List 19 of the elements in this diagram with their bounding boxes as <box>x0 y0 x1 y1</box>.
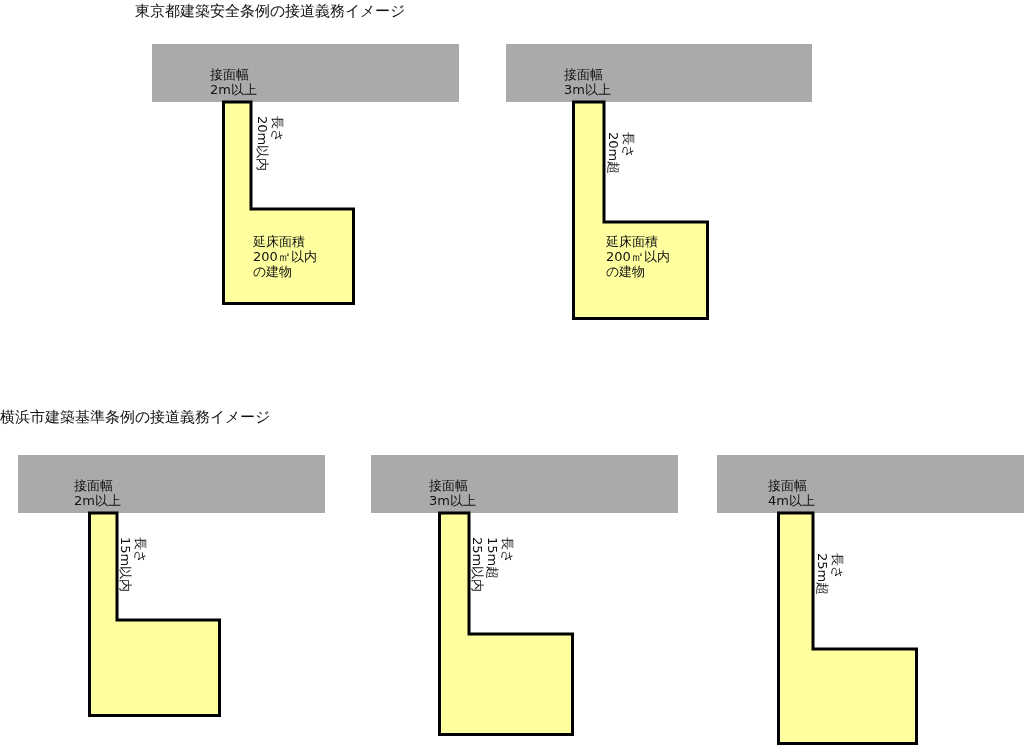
frontage-label: 接面幅 2m以上 <box>74 478 122 508</box>
frontage-label: 接面幅 2m以上 <box>210 67 258 97</box>
building-label: 延床面積200㎡以内の建物 <box>606 234 671 279</box>
frontage-label: 接面幅 3m以上 <box>564 67 612 97</box>
pole-length-label: 長さ 20m超 <box>606 132 636 175</box>
road-band <box>717 455 1024 513</box>
pole-length-label: 長さ 25m超 <box>815 553 845 596</box>
section-heading: 東京都建築安全条例の接道義務イメージ <box>135 2 405 21</box>
road-band <box>18 455 325 513</box>
pole-length-label: 長さ 15m超 25m以内 <box>470 537 515 593</box>
frontage-label: 接面幅 4m以上 <box>768 478 816 508</box>
section-heading: 横浜市建築基準条例の接道義務イメージ <box>0 408 270 427</box>
pole-length-label: 長さ 20m以内 <box>255 116 285 172</box>
pole-length-label: 長さ 15m以内 <box>118 537 148 593</box>
road-band <box>371 455 678 513</box>
road-band <box>506 44 812 102</box>
road-band <box>152 44 459 102</box>
building-label: 延床面積200㎡以内の建物 <box>253 234 318 279</box>
frontage-label: 接面幅 3m以上 <box>429 478 477 508</box>
